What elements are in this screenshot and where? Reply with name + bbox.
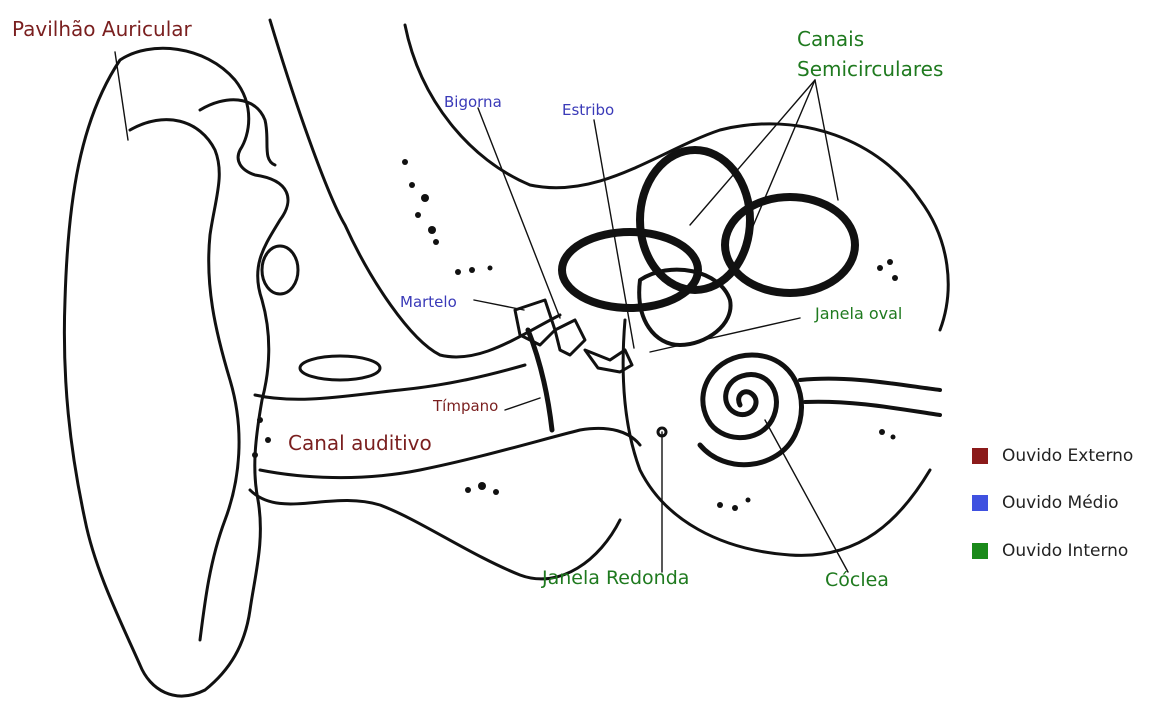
inner-ear-boundary	[623, 320, 930, 555]
legend-swatch-externo	[972, 448, 988, 464]
leader-coclea	[765, 420, 848, 572]
canal-hole-upper	[300, 356, 380, 380]
legend-swatch-interno	[972, 543, 988, 559]
label-bigorna: Bigorna	[444, 94, 502, 111]
label-canal-auditivo: Canal auditivo	[288, 432, 432, 454]
label-martelo: Martelo	[400, 294, 457, 311]
legend-label-interno: Ouvido Interno	[1002, 541, 1128, 561]
legend-item-interno: Ouvido Interno	[972, 541, 1128, 561]
canal-upper-wall	[255, 365, 525, 399]
pinna-inner-fold	[130, 120, 239, 640]
leader-pavilhao	[115, 52, 128, 140]
incus-shape	[555, 320, 585, 355]
label-estribo: Estribo	[562, 102, 614, 119]
leader-canais-3	[815, 80, 838, 200]
label-timpano: Tímpano	[433, 398, 498, 415]
label-pavilhao-auricular: Pavilhão Auricular	[12, 18, 192, 40]
legend-label-medio: Ouvido Médio	[1002, 493, 1119, 513]
label-coclea: Cóclea	[825, 570, 889, 591]
auditory-nerve	[800, 379, 940, 390]
concha-hole	[262, 246, 298, 294]
label-janela-oval: Janela oval	[815, 305, 902, 323]
legend-item-medio: Ouvido Médio	[972, 493, 1119, 513]
leader-timpano	[505, 398, 540, 410]
legend-item-externo: Ouvido Externo	[972, 446, 1133, 466]
legend-swatch-medio	[972, 495, 988, 511]
label-canais-line2: Semicirculares	[797, 58, 943, 80]
leader-bigorna	[478, 108, 560, 318]
label-canais-line1: Canais	[797, 28, 864, 50]
label-janela-redonda: Janela Redonda	[542, 568, 689, 589]
leader-canais-2	[745, 80, 815, 245]
canal-bottom-bone	[250, 490, 620, 579]
malleus-shape	[515, 300, 555, 345]
pinna-outline	[64, 48, 288, 696]
auditory-nerve-2	[805, 402, 940, 415]
stapes-shape	[585, 350, 632, 372]
cochlea-spiral	[700, 355, 802, 465]
leader-martelo	[474, 300, 524, 310]
legend-label-externo: Ouvido Externo	[1002, 446, 1133, 466]
